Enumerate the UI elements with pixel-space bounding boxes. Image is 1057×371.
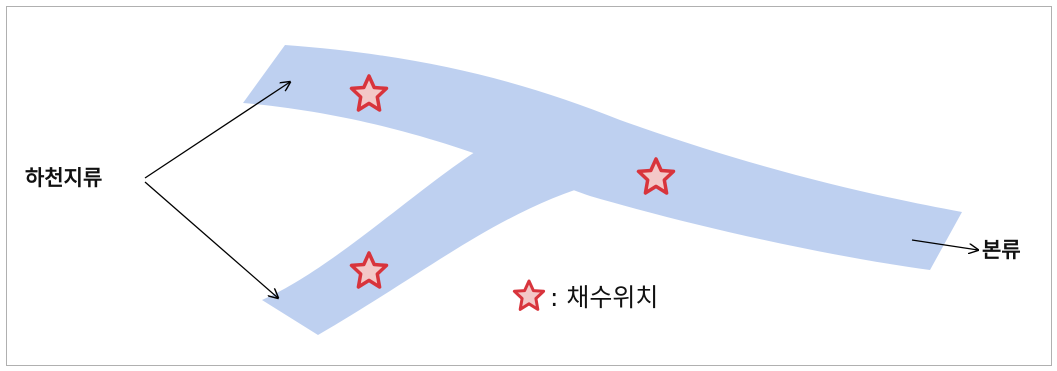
tributary-arrow-lower [144, 181, 278, 298]
legend-text: : 채수위치 [550, 283, 659, 312]
star-icon [349, 251, 389, 289]
river-lower-branch [262, 152, 600, 335]
main-stream-arrow [911, 239, 978, 250]
star-icon [512, 279, 546, 311]
river-upper-branch [243, 45, 962, 270]
tributary-arrow-upper [144, 82, 290, 179]
legend: : 채수위치 [512, 278, 658, 314]
star-icon [636, 157, 676, 195]
star-icon [349, 74, 389, 112]
main-stream-label: 본류 [982, 238, 1021, 262]
tributary-label: 하천지류 [25, 166, 103, 190]
